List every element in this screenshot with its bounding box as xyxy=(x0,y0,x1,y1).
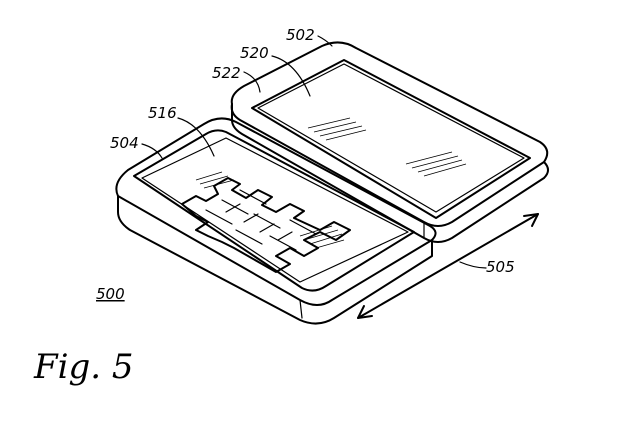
label-display: 520 xyxy=(240,44,269,62)
keypad-glare-hatch xyxy=(195,171,345,249)
figure-caption: Fig. 5 xyxy=(33,347,133,387)
slide-direction-arrow xyxy=(357,213,539,319)
display-glare-hatch xyxy=(307,117,467,177)
base-housing xyxy=(115,117,437,325)
label-assembly: 500 xyxy=(96,285,125,303)
label-device: 502 xyxy=(286,26,315,44)
label-display-border: 522 xyxy=(212,64,241,82)
label-base: 504 xyxy=(110,134,139,152)
label-keyboard: 516 xyxy=(148,104,177,122)
label-slide-direction: 505 xyxy=(486,258,515,276)
leader-lines xyxy=(141,35,487,269)
display-housing xyxy=(230,41,549,243)
keypad xyxy=(181,177,351,273)
